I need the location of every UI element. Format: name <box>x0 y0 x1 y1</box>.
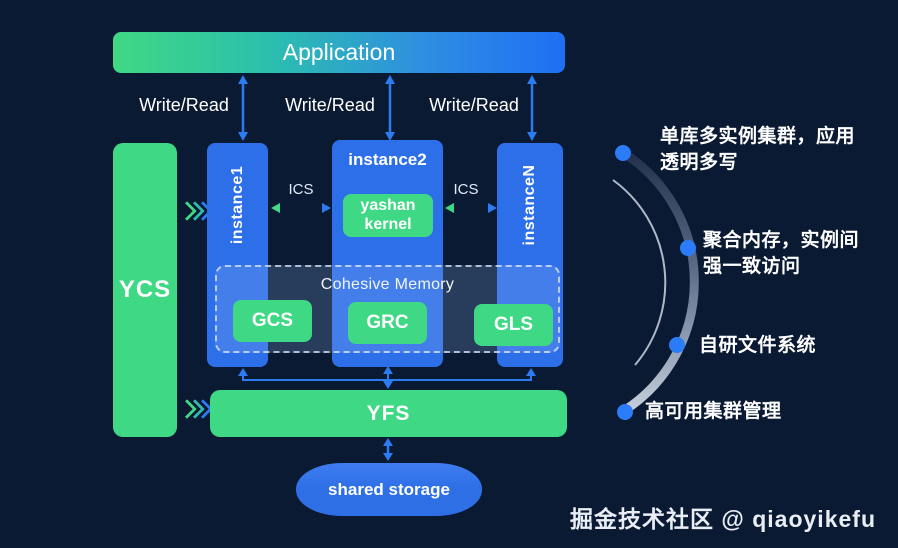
bullet-dot-3 <box>669 337 685 353</box>
cohesive-memory-title: Cohesive Memory <box>320 276 455 293</box>
chevron-right-icon <box>177 398 213 420</box>
feature-arc <box>617 147 699 417</box>
feature-1-line-1: 单库多实例集群，应用 <box>660 126 856 147</box>
feature-1-line-2: 透明多写 <box>660 152 739 173</box>
yashan-kernel-box: yashan kernel <box>343 194 433 237</box>
gls-box: GLS <box>474 304 553 346</box>
write-read-label-1: Write/Read <box>139 95 229 115</box>
chevron-right-icon <box>177 200 213 222</box>
instanceN-label: instanceN <box>521 164 538 246</box>
feature-3-line-1: 自研文件系统 <box>699 335 817 356</box>
ics-arrow-left <box>271 203 331 213</box>
ics-arrow-right <box>445 203 497 213</box>
instance2-label: instance2 <box>348 150 427 169</box>
instance1-label: instance1 <box>229 165 246 245</box>
application-label: Application <box>282 39 396 65</box>
ics-label-left: ICS <box>288 181 314 198</box>
gcs-box: GCS <box>233 300 312 342</box>
yashan-kernel-label: yashan kernel <box>360 197 416 233</box>
feature-1: 单库多实例集群，应用 透明多写 <box>660 124 855 176</box>
bullet-dot-1 <box>615 145 631 161</box>
gcs-label: GCS <box>251 310 294 331</box>
feature-arc-thin <box>612 179 667 366</box>
yfs-connector <box>238 366 536 389</box>
ycs-bar: YCS <box>113 143 177 437</box>
ics-label-right: ICS <box>453 181 479 198</box>
write-read-label-2: Write/Read <box>285 95 375 115</box>
bullet-dot-4 <box>617 404 633 420</box>
watermark: 掘金技术社区 @ qiaoyikefu <box>570 506 876 532</box>
application-banner: Application <box>113 32 565 73</box>
grc-label: GRC <box>366 312 409 333</box>
ycs-label: YCS <box>118 276 172 303</box>
bullet-dot-2 <box>680 240 696 256</box>
feature-4: 高可用集群管理 <box>645 399 782 425</box>
write-read-arrow-2 <box>385 75 395 141</box>
feature-2-line-2: 强一致访问 <box>703 256 801 277</box>
storage-arrow <box>383 438 393 461</box>
yfs-bar: YFS <box>210 390 567 437</box>
feature-2: 聚合内存，实例间 强一致访问 <box>703 228 859 280</box>
feature-4-line-1: 高可用集群管理 <box>645 401 782 422</box>
write-read-label-3: Write/Read <box>429 95 519 115</box>
yfs-label: YFS <box>366 401 411 425</box>
grc-box: GRC <box>348 302 427 344</box>
feature-2-line-1: 聚合内存，实例间 <box>703 230 860 251</box>
feature-3: 自研文件系统 <box>699 333 816 359</box>
shared-storage-cylinder: shared storage <box>296 463 482 516</box>
shared-storage-label: shared storage <box>328 479 450 499</box>
gls-label: GLS <box>493 314 534 335</box>
